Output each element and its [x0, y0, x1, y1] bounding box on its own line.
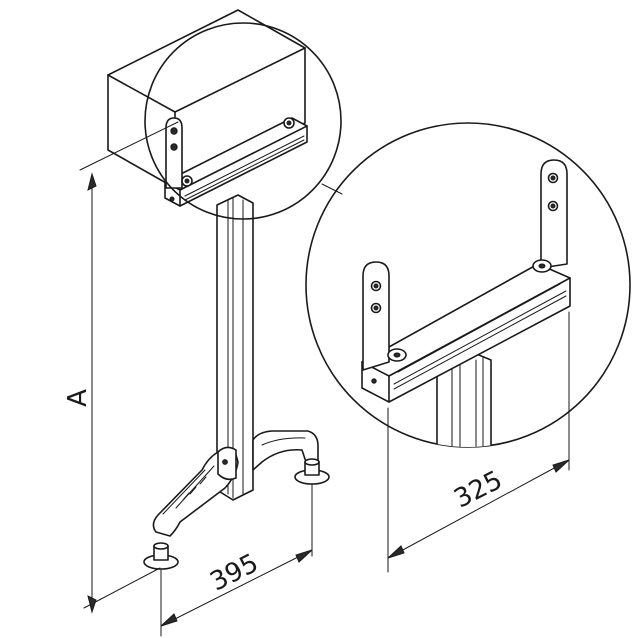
bracket-detail [361, 159, 571, 447]
dimension-height: A [63, 121, 179, 614]
base-rear-leg [252, 430, 319, 471]
stand-assembly [107, 9, 330, 570]
detail-circle-small [144, 22, 342, 220]
top-bracket [164, 117, 308, 207]
height-label: A [63, 389, 93, 407]
foot-front [143, 542, 179, 570]
foot-rear [294, 458, 330, 485]
detail-leader [321, 183, 343, 195]
column [216, 194, 254, 501]
base-width-label: 395 [205, 548, 263, 597]
bracket-width-label: 325 [449, 465, 507, 514]
base-front-leg [152, 446, 239, 537]
